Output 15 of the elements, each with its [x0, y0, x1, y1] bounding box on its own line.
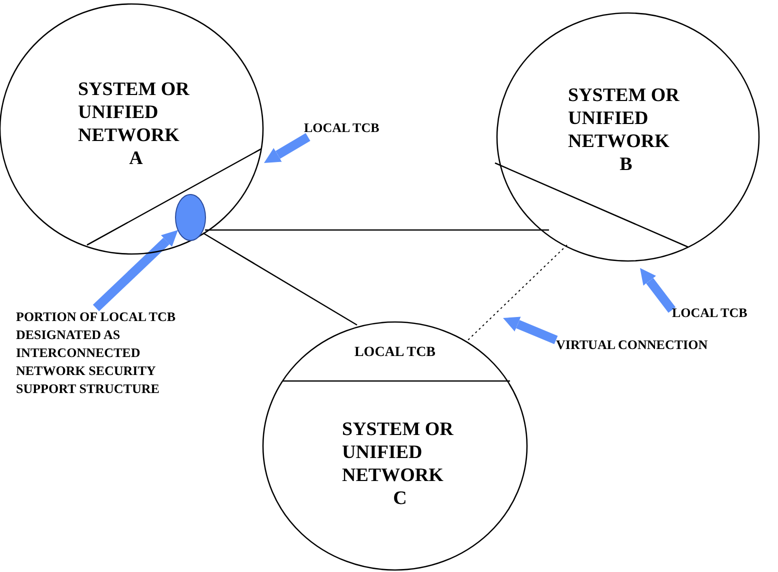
callout-text: LOCAL TCB	[304, 119, 380, 137]
network-name: SYSTEM OR UNIFIED NETWORK A	[78, 78, 190, 170]
block-arrow	[92, 230, 178, 312]
dotted-line	[468, 244, 568, 340]
block-arrow	[264, 133, 310, 163]
connector-line	[202, 232, 358, 326]
callout-text: VIRTUAL CONNECTION	[556, 336, 709, 354]
block-arrow	[640, 268, 676, 313]
network-name: SYSTEM OR UNIFIED NETWORK C	[342, 418, 454, 510]
callout-text: PORTION OF LOCAL TCB DESIGNATED AS INTERCONNECTED NETWORK SECURITY SUPPORT STRUCTURE	[16, 308, 177, 398]
connector-line	[205, 229, 549, 231]
tcb-label: LOCAL TCB	[353, 344, 437, 362]
block-arrow	[503, 316, 558, 344]
callout-text: LOCAL TCB	[672, 304, 748, 322]
network-name: SYSTEM OR UNIFIED NETWORK B	[568, 84, 680, 176]
